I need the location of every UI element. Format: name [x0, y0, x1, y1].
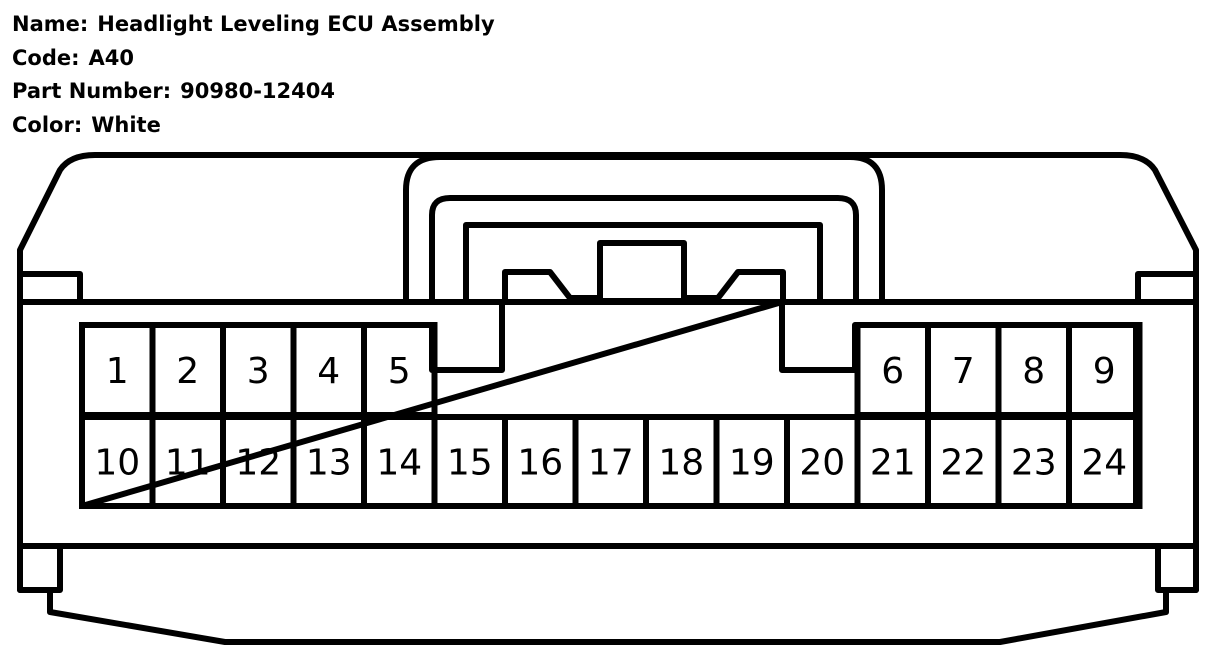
code-value: A40	[88, 45, 134, 70]
left-top-tab	[17, 271, 83, 305]
pin-label-20: 20	[799, 443, 845, 484]
pin-label-5: 5	[388, 351, 411, 392]
lock-frame	[463, 222, 823, 305]
left-bottom-tab	[17, 543, 63, 593]
color-value: White	[91, 112, 161, 137]
right-bottom-tab	[1155, 543, 1199, 593]
part-number-value: 90980-12404	[180, 79, 335, 103]
pin-label-7: 7	[952, 351, 975, 392]
pin-label-15: 15	[447, 443, 493, 484]
color-line: Color: White	[12, 109, 495, 143]
pin-label-17: 17	[588, 443, 634, 484]
latch-right-ramp	[681, 269, 786, 305]
right-top-tab	[1135, 271, 1199, 305]
connector-info: Name: Headlight Leveling ECU Assembly Cod…	[12, 8, 495, 142]
lock-arch-outer	[403, 154, 885, 305]
pin-label-19: 19	[729, 443, 775, 484]
pin-label-14: 14	[376, 443, 422, 484]
name-value: Headlight Leveling ECU Assembly	[97, 12, 495, 36]
pin-label-21: 21	[870, 443, 916, 484]
pin-cell-24	[1066, 414, 1143, 509]
pin-label-18: 18	[658, 443, 704, 484]
name-line: Name: Headlight Leveling ECU Assembly	[12, 8, 495, 42]
part-number-line: Part Number: 90980-12404	[12, 75, 495, 109]
pin-label-13: 13	[306, 443, 352, 484]
code-line: Code: A40	[12, 42, 495, 76]
lock-arch-inner	[429, 195, 859, 305]
housing-outline	[17, 152, 1199, 645]
code-label: Code:	[12, 45, 80, 70]
pin-label-23: 23	[1011, 443, 1057, 484]
pin-label-11: 11	[165, 443, 211, 484]
pin-label-1: 1	[106, 351, 129, 392]
pin-label-16: 16	[517, 443, 563, 484]
latch-block	[597, 240, 687, 304]
pin-label-3: 3	[247, 351, 270, 392]
color-label: Color:	[12, 112, 83, 137]
pin-label-4: 4	[317, 351, 340, 392]
part-number-label: Part Number:	[12, 79, 172, 103]
pin-label-10: 10	[94, 443, 140, 484]
pin-label-8: 8	[1022, 351, 1045, 392]
pin-label-12: 12	[235, 443, 281, 484]
name-label: Name:	[12, 12, 89, 36]
latch-left-ramp	[502, 269, 603, 305]
pin-label-9: 9	[1093, 351, 1116, 392]
pin-label-24: 24	[1081, 443, 1127, 484]
pin-label-2: 2	[176, 351, 199, 392]
pin-label-22: 22	[940, 443, 986, 484]
pin-label-6: 6	[881, 351, 904, 392]
